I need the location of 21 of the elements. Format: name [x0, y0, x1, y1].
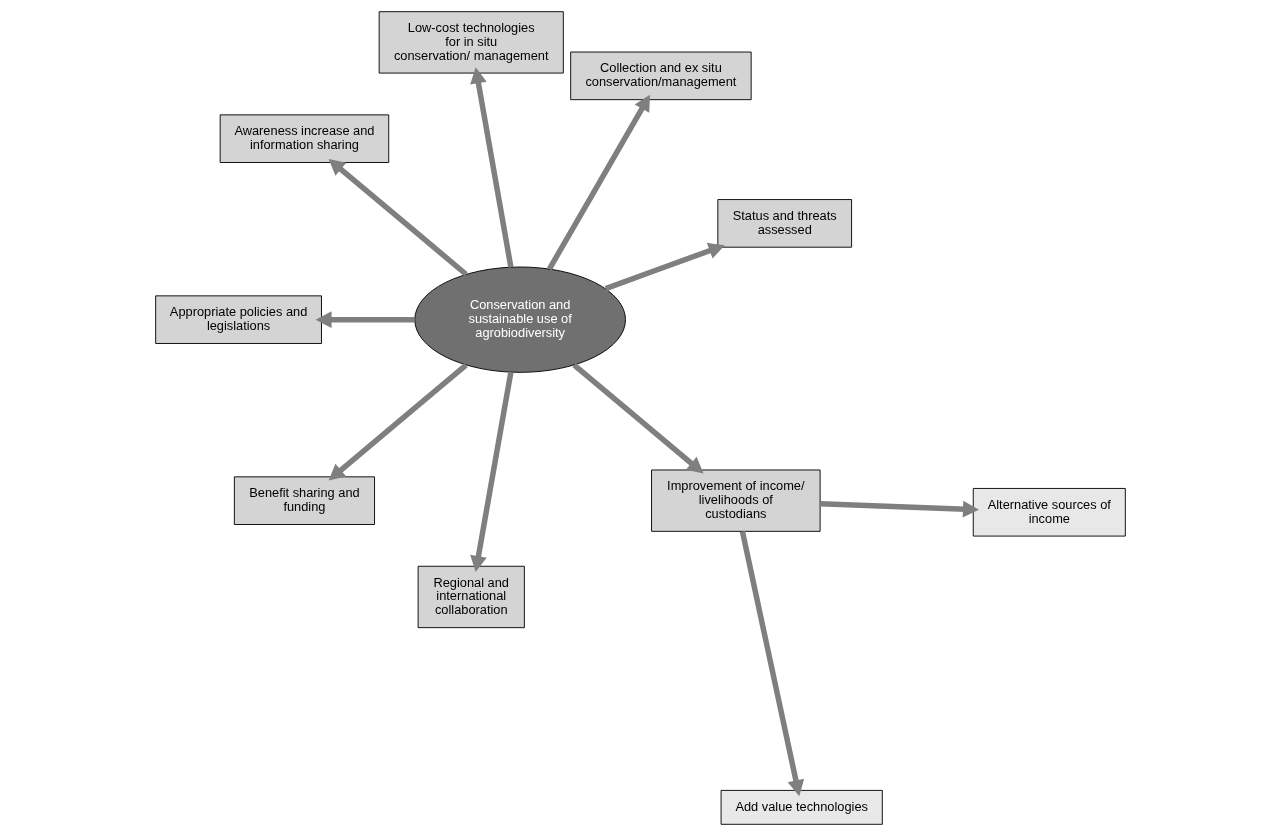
arrow — [315, 311, 415, 329]
node-box: Collection and ex situ conservation/management — [570, 51, 752, 101]
node-box: Appropriate policies and legislations — [155, 295, 322, 344]
node-box: Alternative sources of income — [972, 488, 1126, 537]
node-box: Low-cost technologies for in situ conservation/ management — [378, 11, 564, 74]
arrow — [604, 242, 725, 292]
node-box: Regional and international collaboration — [417, 565, 525, 629]
arrow — [547, 94, 650, 271]
node-box: Benefit sharing and funding — [233, 476, 375, 525]
node-box: Awareness increase and information sharing — [219, 114, 390, 163]
arrow — [739, 530, 805, 797]
node-box: Status and threats assessed — [717, 199, 853, 248]
arrow — [820, 500, 979, 518]
arrow — [470, 371, 514, 572]
node-box: Improvement of income/ livelihoods of custodians — [651, 469, 821, 532]
node-box: Add value technologies — [720, 789, 883, 825]
arrow — [470, 67, 514, 268]
arrow — [328, 363, 468, 481]
arrow — [572, 363, 704, 474]
node-ellipse: Conservation and sustainable use of agrobiodiversity — [414, 266, 626, 373]
arrow — [328, 158, 468, 277]
